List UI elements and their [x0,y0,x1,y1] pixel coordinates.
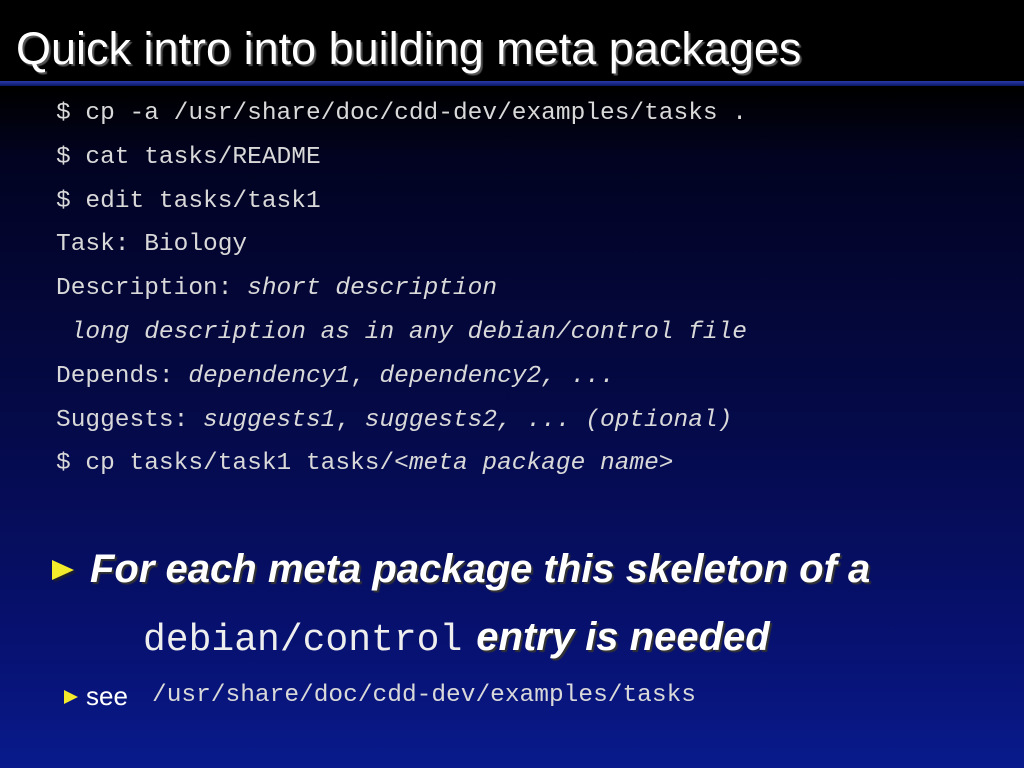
depends-ellipsis: , ... [541,362,615,390]
description-long: long description as in any debian/contro… [56,318,748,346]
title-divider [0,81,1024,86]
examples-path: /usr/share/doc/cdd-dev/examples/tasks [152,682,696,709]
code-line-task-field: Task: Biology [56,231,248,259]
code-line-long-description: long description as in any debian/contro… [56,311,1016,355]
bullet-arrow-icon [52,560,74,580]
code-line-copy-examples: $ cp -a /usr/share/doc/cdd-dev/examples/… [56,100,748,127]
code-line-description: Description: short description [56,267,1016,311]
suggests-2: suggests2 [364,406,498,434]
description-short: short description [247,275,498,303]
depends-label: Depends: [56,362,189,390]
main-bullet-continuation: debian/control entry is needed [143,609,770,674]
sub-bullet-arrow-icon [64,690,78,704]
slide-title: Quick intro into building meta packages [16,23,802,74]
code-line-edit-task: $ edit tasks/task1 [56,187,321,215]
suggests-rest: , ... (optional) [497,406,733,434]
dependency-2: dependency2 [379,362,542,390]
code-line-suggests: Suggests: suggests1, suggests2, ... (opt… [56,399,1016,443]
suggests-separator: , [335,406,365,434]
code-line-depends: Depends: dependency1, dependency2, ... [56,355,1016,399]
debian-control-code: debian/control [143,619,463,662]
sub-bullet-label: see [86,681,128,711]
code-block: $ cp -a /usr/share/doc/cdd-dev/examples/… [56,92,1016,486]
main-bullet-text: For each meta package this skeleton of a [90,547,871,591]
meta-package-name-placeholder: <meta package name> [394,450,674,478]
suggests-label: Suggests: [56,406,204,434]
description-label: Description: [56,275,248,303]
code-line-copy-task: $ cp tasks/task1 tasks/<meta package nam… [56,442,1016,486]
dependency-1: dependency1 [188,362,351,390]
suggests-1: suggests1 [203,406,336,434]
depends-separator: , [350,362,380,390]
copy-task-command: $ cp tasks/task1 tasks/ [56,450,395,478]
code-line-cat-readme: $ cat tasks/README [56,143,321,171]
main-bullet-text-end: entry is needed [476,615,770,659]
